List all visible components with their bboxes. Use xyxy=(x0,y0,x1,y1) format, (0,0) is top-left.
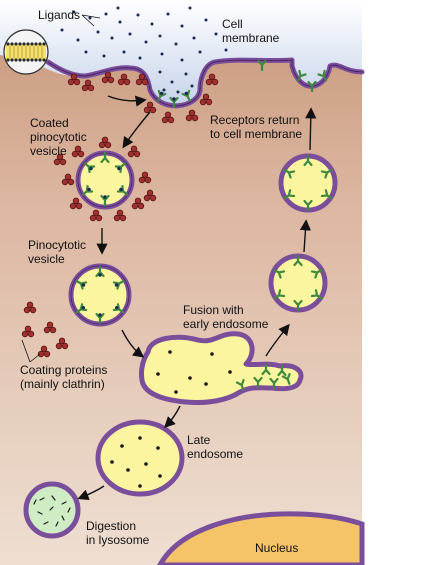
arrow-recycling-up xyxy=(299,219,312,253)
label-fusion-line2: early endosome xyxy=(183,317,269,331)
label-receptors-return-line2: to cell membrane xyxy=(210,127,303,141)
label-ligands: Ligands xyxy=(38,8,81,22)
arrow-to-recycling xyxy=(265,323,290,357)
ligand-pointer xyxy=(81,14,101,27)
label-pinocytotic-vesicle-line1: Pinocytotic xyxy=(28,238,87,252)
label-late-endosome: Late endosome xyxy=(187,433,243,461)
label-receptors-return: Receptors return to cell membrane xyxy=(210,113,302,141)
label-coating-proteins: Coating proteins (mainly clathrin) xyxy=(20,363,107,391)
nucleus xyxy=(157,511,365,565)
label-coating-proteins-line2: (mainly clathrin) xyxy=(20,377,105,391)
arrow-to-early-endosome xyxy=(121,329,145,358)
early-endosome xyxy=(139,331,304,405)
label-late-endosome-line1: Late xyxy=(187,433,211,447)
pinocytotic-vesicle xyxy=(68,263,132,327)
label-cell-membrane: Cell membrane xyxy=(222,17,279,45)
arrow-to-lysosome xyxy=(77,485,105,501)
arrow-into-pit xyxy=(107,95,147,107)
label-late-endosome-line2: endosome xyxy=(187,447,244,461)
label-nucleus: Nucleus xyxy=(255,541,299,555)
arrow-pit-to-vesicle xyxy=(122,111,151,149)
lysosome xyxy=(23,481,81,539)
label-fusion-line1: Fusion with xyxy=(183,303,244,317)
lipid-bilayer-inset xyxy=(3,29,49,75)
label-coating-proteins-line1: Coating proteins xyxy=(20,363,108,377)
coating-pointer xyxy=(21,339,41,363)
label-cell-membrane-line2: membrane xyxy=(222,31,280,45)
label-coated-vesicle: Coated pinocytotic vesicle xyxy=(30,116,87,158)
extracellular-space xyxy=(0,0,362,106)
recycling-vesicle-lower xyxy=(268,253,328,313)
arrow-to-membrane xyxy=(305,107,317,151)
label-coated-vesicle-line2: pinocytotic xyxy=(30,130,87,144)
recycling-vesicle-upper xyxy=(278,153,338,213)
late-endosome xyxy=(95,419,185,497)
label-digestion: Digestion in lysosome xyxy=(86,519,149,547)
label-cell-membrane-line1: Cell xyxy=(222,17,243,31)
coated-vesicle xyxy=(53,136,157,222)
label-receptors-return-line1: Receptors return xyxy=(210,113,300,127)
ligand-dots xyxy=(60,6,228,94)
label-digestion-line2: in lysosome xyxy=(86,533,150,547)
label-digestion-line1: Digestion xyxy=(86,519,137,533)
label-coated-vesicle-line3: vesicle xyxy=(30,144,67,158)
pathway-arrows xyxy=(77,95,317,501)
right-margin xyxy=(362,0,442,565)
label-fusion: Fusion with early endosome xyxy=(183,303,268,331)
arrow-to-late-endosome xyxy=(164,405,181,428)
label-pinocytotic-vesicle: Pinocytotic vesicle xyxy=(28,238,86,266)
label-coated-vesicle-line1: Coated xyxy=(30,116,69,130)
label-pinocytotic-vesicle-line2: vesicle xyxy=(28,252,65,266)
